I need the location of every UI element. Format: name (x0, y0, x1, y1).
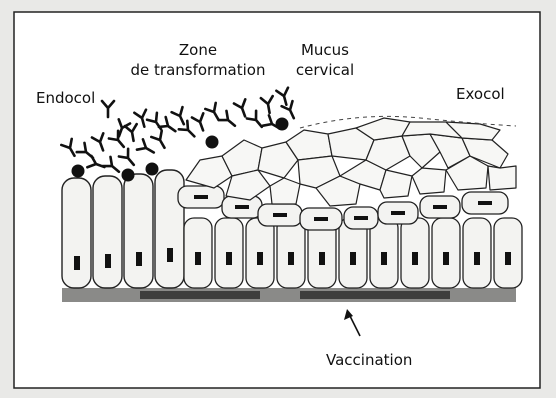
columnar-cell (155, 170, 184, 288)
immune-cell-icon (276, 118, 289, 131)
cell-nucleus (136, 252, 142, 266)
immune-cell-icon (206, 136, 219, 149)
cell-nucleus (314, 217, 328, 221)
cell-nucleus (195, 252, 201, 265)
squamous-cell (488, 166, 516, 190)
cell-nucleus (350, 252, 356, 265)
cell-nucleus (167, 248, 173, 262)
cell-nucleus (478, 201, 492, 205)
label-exocol: Exocol (456, 84, 505, 104)
cell-nucleus (319, 252, 325, 265)
cell-nucleus (288, 252, 294, 265)
cell-nucleus (505, 252, 511, 265)
immune-cell-icon (146, 163, 159, 176)
cell-nucleus (105, 254, 111, 268)
label-mucus-cervical: Mucus cervical (286, 40, 364, 80)
cell-nucleus (226, 252, 232, 265)
cell-nucleus (381, 252, 387, 265)
columnar-cell (62, 178, 91, 288)
cell-nucleus (443, 252, 449, 265)
cell-nucleus (257, 252, 263, 265)
cell-nucleus (354, 216, 368, 220)
immune-cell-icon (122, 169, 135, 182)
cell-nucleus (433, 205, 447, 209)
columnar-cell (93, 176, 122, 288)
cell-nucleus (74, 256, 80, 270)
cell-nucleus (194, 195, 208, 199)
cell-nucleus (273, 213, 287, 217)
cell-nucleus (391, 211, 405, 215)
cell-nucleus (412, 252, 418, 265)
cell-nucleus (235, 205, 249, 209)
label-vaccination: Vaccination (326, 350, 412, 370)
label-zone-de-transformation: Zone de transformation (122, 40, 274, 80)
label-endocol: Endocol (36, 88, 95, 108)
cell-nucleus (474, 252, 480, 265)
columnar-cell (124, 174, 153, 288)
immune-cell-icon (72, 165, 85, 178)
